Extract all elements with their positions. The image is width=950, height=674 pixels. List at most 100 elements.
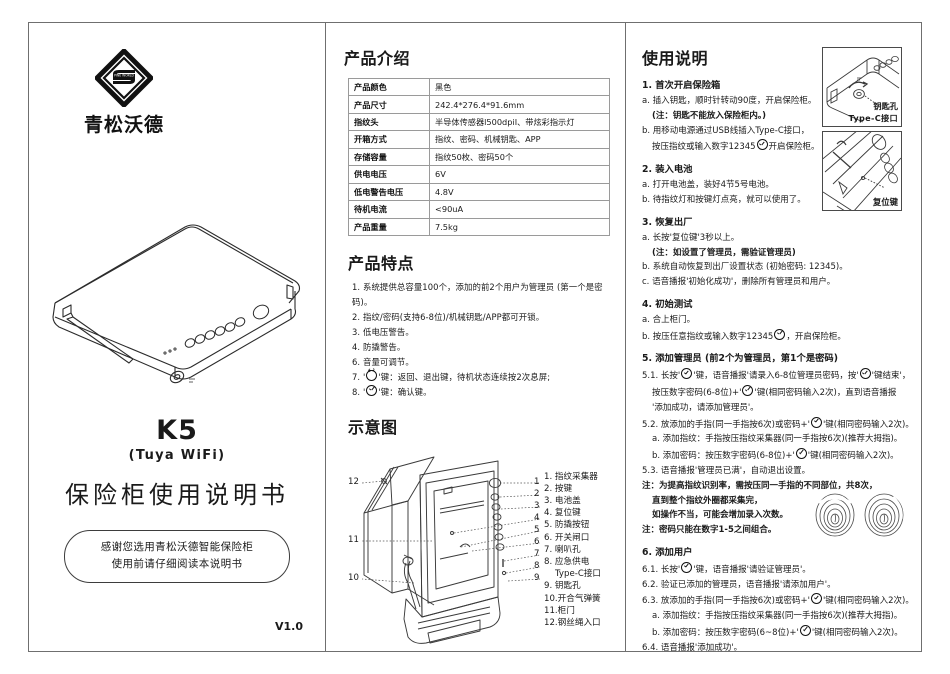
spec-key: 产品重量 [348, 217, 430, 236]
instruction-line: (注：钥匙不能放入保险柜内。) [652, 110, 767, 121]
instruction-line: a. 合上柜门。 [642, 314, 696, 325]
spec-value: 7.5kg [429, 217, 610, 236]
instruction-section-title: 3. 恢复出厂 [642, 216, 693, 228]
instruction-line: b. 系统自动恢复到出厂设置状态 (初始密码: 12345)。 [642, 262, 848, 273]
spec-value: 指纹、密码、机械钥匙、APP [429, 130, 610, 149]
spec-value: 6V [429, 165, 610, 184]
instruction-section-title: 5. 添加管理员 (前2个为管理员，第1个是密码) [642, 353, 838, 365]
instruction-line: b. 待指纹灯和按键灯点亮，就可以使用了。 [642, 194, 806, 205]
instruction-line: a. 插入钥匙，顺时针转动90度，开启保险柜。 [642, 96, 817, 107]
spec-value: 4.8V [429, 182, 610, 202]
table-row: 开箱方式指纹、密码、机械钥匙、APP [348, 130, 610, 149]
instruction-line: a. 长按'复位键'3秒以上。 [642, 232, 740, 243]
instruction-line: b. 添加密码：按压数字密码(6~8位)+''键(相同密码输入2次)。 [642, 624, 950, 641]
spec-value: <90uA [429, 200, 610, 219]
list-item: 1. 系统提供总容量100个，添加的前2个用户为管理员 (第一个是密码)。 [352, 280, 611, 310]
spec-key: 产品颜色 [348, 77, 430, 97]
callout-number: 2 [534, 488, 540, 499]
thanks-line-1: 感谢您选用青松沃德智能保险柜 [100, 541, 254, 553]
feature-number: 6. [352, 356, 361, 367]
check-icon [366, 384, 378, 396]
connectivity-label: (Tuya WiFi) [128, 448, 226, 463]
feature-text: ''键：确认键。 [362, 384, 432, 397]
table-row: 待机电流<90uA [348, 200, 610, 219]
instruction-section-title: 4. 初始测试 [642, 298, 693, 310]
feature-number: 4. [352, 341, 361, 352]
legend-item: 9. 钥匙孔 [544, 581, 581, 592]
instruction-line: a. 打开电池盖，装好4节5号电池。 [642, 180, 774, 191]
version-label: V1.0 [275, 620, 303, 633]
diagram-heading: 示意图 [348, 417, 398, 437]
legend-item: 7. 喇叭孔 [544, 544, 581, 555]
callout-number: 9 [534, 572, 540, 583]
legend-item: 6. 开关闸口 [544, 532, 590, 543]
legend-item: 11.柜门 [544, 605, 575, 616]
instruction-line: 5.1. 长按''键，语音播报'请录入6-8位管理员密码，按''键结束'， [642, 368, 946, 384]
thumb1-caption-2: Type-C接口 [848, 113, 898, 123]
svg-text:PINE WORLD: PINE WORLD [114, 73, 134, 77]
instruction-line: 6.1. 长按''键，语音播报'请验证管理员'。 [642, 561, 946, 578]
instruction-section-title: 2. 装入电池 [642, 164, 693, 176]
brand-name: 青松沃德 [83, 114, 164, 136]
list-item: 3. 低电压警告。 [352, 325, 611, 340]
list-item: 7. ''键：返回、退出键，待机状态连续按2次息屏; [352, 367, 611, 385]
spec-key: 低电警告电压 [348, 182, 430, 202]
spec-key: 存储容量 [348, 147, 430, 167]
instructions-heading: 使用说明 [642, 49, 709, 68]
features-section: 产品特点 1. 系统提供总容量100个，添加的前2个用户为管理员 (第一个是密码… [348, 250, 611, 400]
feature-text: 指纹/密码(支持6-8位)/机械钥匙/APP都可开锁。 [362, 311, 545, 322]
legend-item: 1. 指纹采集器 [544, 471, 598, 482]
instruction-line: 5.2. 放添加的手指(同一手指按6次)或密码+''键(相同密码输入2次)。 [642, 416, 946, 433]
check-icon [681, 561, 693, 573]
check-icon [774, 328, 786, 340]
manual-page: PINE WORLD 青松沃德 [28, 22, 922, 653]
spec-value: 半导体传感器ⅼ500dpiⅠ、带炫彩指示灯 [429, 112, 610, 132]
model-name: K5 [156, 415, 198, 446]
callout-number: 3 [534, 500, 540, 511]
table-row: 指纹头半导体传感器ⅼ500dpiⅠ、带炫彩指示灯 [348, 112, 610, 132]
feature-number: 3. [352, 326, 361, 337]
feature-text: 低电压警告。 [362, 326, 414, 337]
instruction-line: b. 用移动电源通过USB线插入Type-C接口， [642, 125, 810, 136]
cover-column: PINE WORLD 青松沃德 [29, 23, 326, 651]
callout-number: 8 [534, 560, 540, 571]
check-icon [795, 448, 807, 460]
spec-key: 指纹头 [348, 112, 430, 132]
legend-item: Type-C接口 [555, 569, 602, 580]
list-item: 4. 防撬警告。 [352, 340, 611, 355]
legend-item: 8. 应急供电 [544, 556, 590, 567]
feature-text: 系统提供总容量100个，添加的前2个用户为管理员 (第一个是密码)。 [352, 281, 603, 307]
instruction-section-title: 1. 首次开启保险箱 [642, 80, 721, 91]
callout-number: 10 [348, 572, 359, 583]
instruction-line: 直到整个指纹外圈都采集完， [652, 495, 763, 506]
check-icon [799, 624, 811, 636]
instruction-line: 6.3. 放添加的手指(同一手指按6次)或密码+''键(相同密码输入2次)。 [642, 593, 946, 609]
spec-key: 产品尺寸 [348, 95, 430, 114]
instruction-line: b. 按压任意指纹或输入数字12345，开启保险柜。 [642, 328, 910, 345]
callout-number: 1 [534, 476, 540, 487]
reset-key-illustration: 复位键 [822, 131, 902, 211]
instruction-line: 注：为提高指纹识别率，需按压同一手指的不同部位，共8次， [642, 480, 878, 491]
callout-number: 4 [534, 512, 540, 523]
fingerprint-coverage-illustration [811, 491, 909, 537]
spec-key: 供电电压 [348, 165, 430, 184]
feature-text: 防撬警告。 [362, 341, 406, 352]
check-icon [810, 416, 822, 428]
instruction-line: a. 添加指纹：手指按压指纹采集器(同一手指按6次)(推荐大拇指)。 [652, 434, 903, 445]
spec-value: 指纹50枚、密码50个 [429, 147, 610, 167]
safe-product-illustration [37, 191, 319, 391]
brand-logo: PINE WORLD 青松沃德 [59, 49, 189, 137]
instruction-line: 6.4. 语音播报'添加成功'。 [642, 642, 743, 653]
spec-key: 开箱方式 [348, 130, 430, 149]
list-item: 8. ''键：确认键。 [352, 384, 611, 400]
check-icon [742, 385, 754, 397]
legend-item: 3. 电池盖 [544, 495, 581, 506]
legend-item: 10.开合气弹簧 [544, 593, 601, 604]
